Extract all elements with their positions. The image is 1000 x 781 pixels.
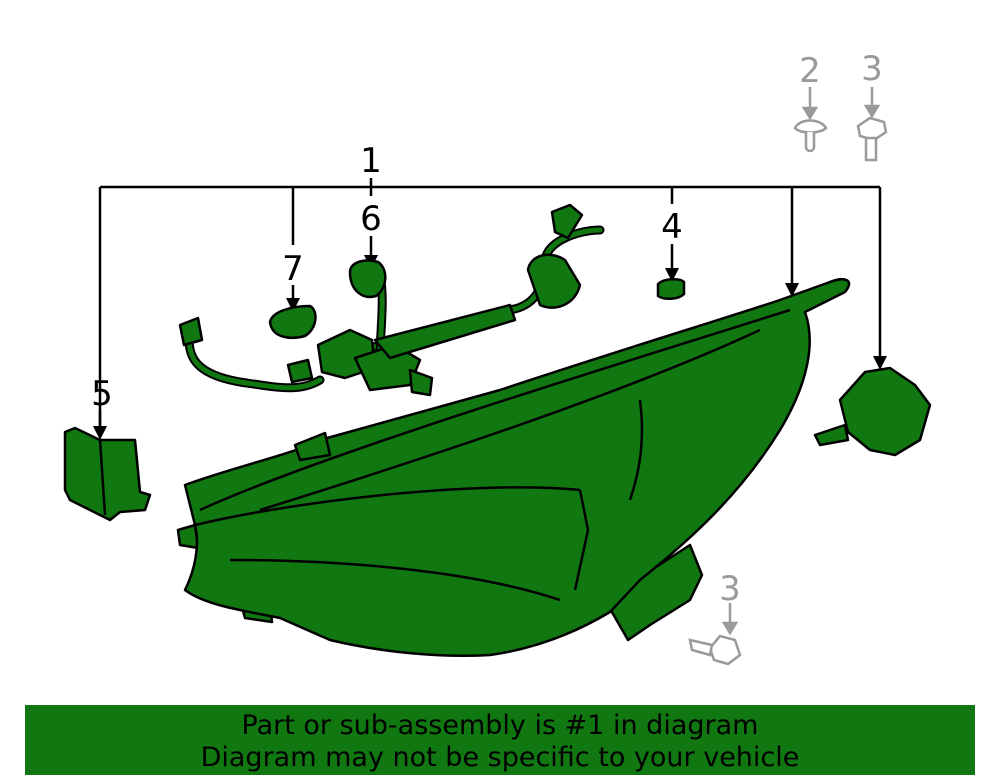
parts-diagram: 1 2 3 3 4 5 6 7	[63, 49, 932, 666]
info-banner: Part or sub-assembly is #1 in diagram Di…	[25, 705, 975, 775]
part-7-bulb-cap	[268, 304, 317, 339]
wiring-harness	[178, 203, 605, 397]
part-3-bolt-bottom	[688, 603, 742, 666]
callout-1: 1	[360, 141, 382, 181]
callout-3-bottom: 3	[719, 569, 741, 609]
part-2-clip	[793, 87, 828, 153]
callout-1-leaders	[98, 178, 882, 428]
callout-3-top: 3	[861, 49, 883, 89]
banner-line-2: Diagram may not be specific to your vehi…	[200, 742, 800, 773]
part-3-bolt-top	[856, 87, 888, 162]
callout-2: 2	[799, 51, 821, 91]
banner-line-1: Part or sub-assembly is #1 in diagram	[241, 710, 759, 741]
part-5-bracket	[63, 426, 152, 522]
leveling-motor	[813, 366, 932, 457]
callout-6: 6	[360, 199, 382, 239]
callout-5: 5	[91, 374, 113, 414]
callout-7: 7	[282, 249, 304, 289]
headlamp-assembly	[176, 278, 851, 658]
part-6-socket	[348, 259, 387, 299]
part-4-bulb	[656, 278, 686, 300]
callout-4: 4	[661, 207, 683, 247]
